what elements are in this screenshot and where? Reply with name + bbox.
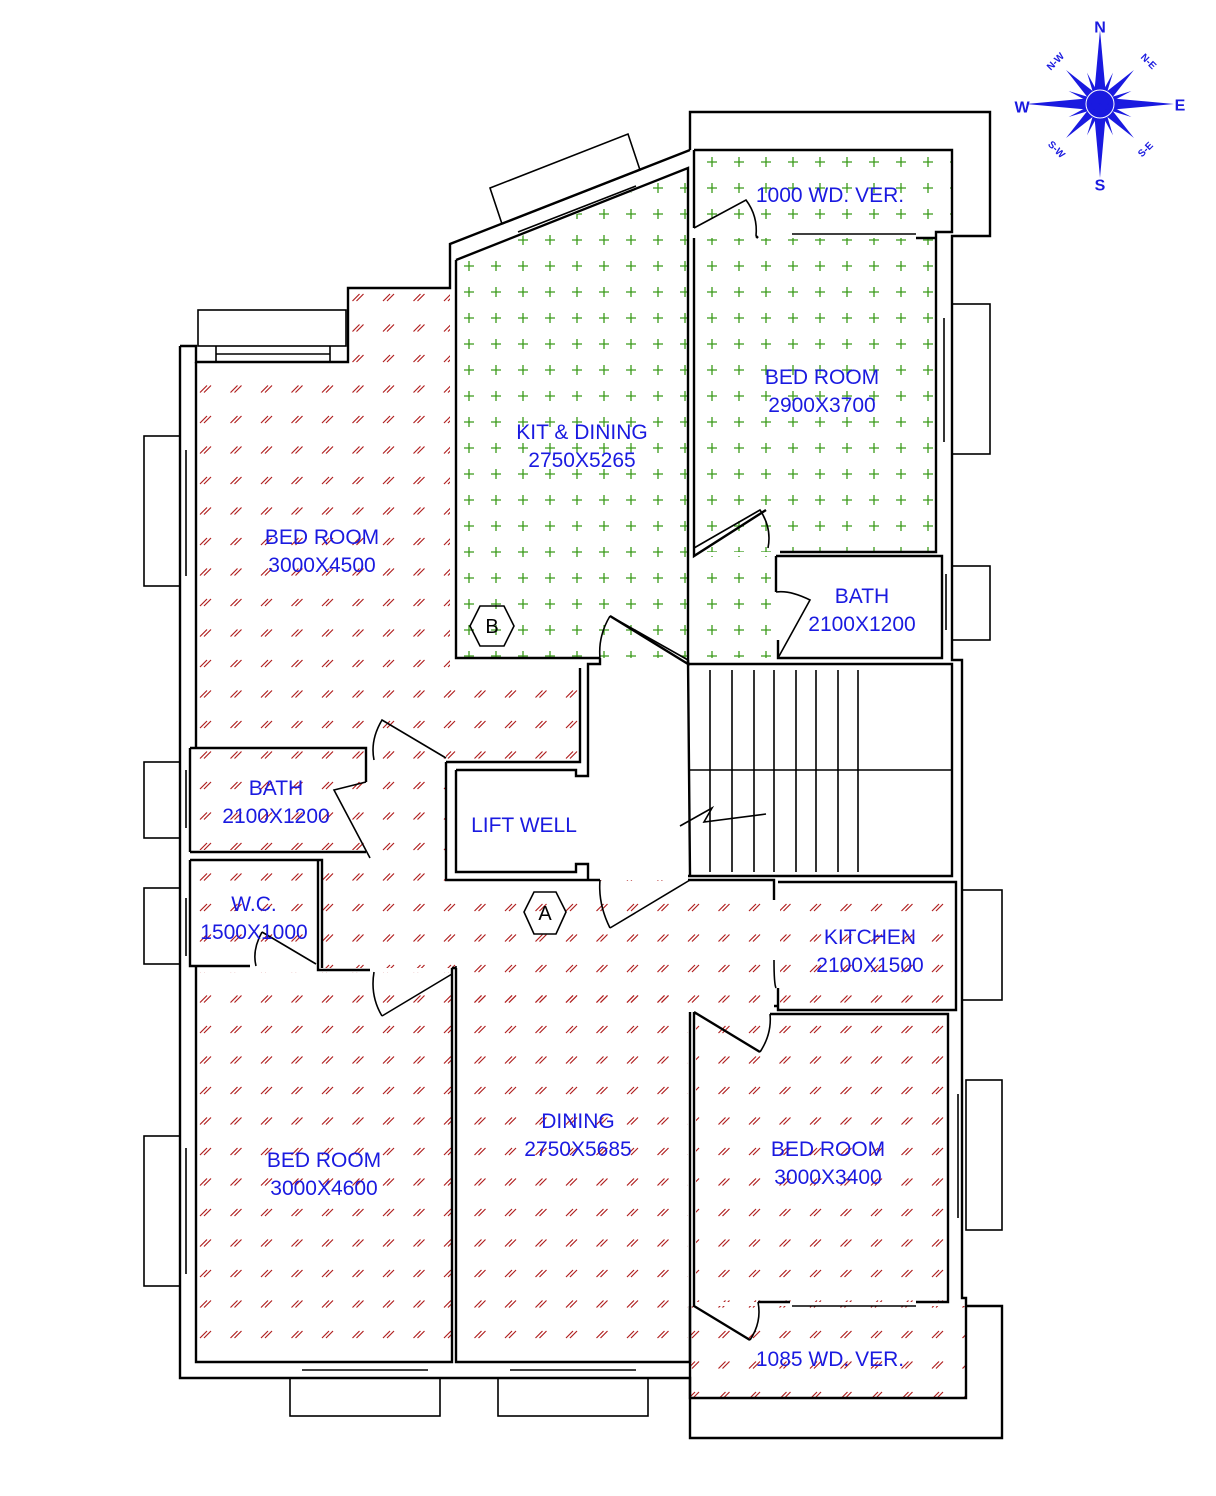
verandah-south-walls bbox=[688, 1306, 968, 1400]
walls bbox=[178, 110, 1004, 1440]
door-kitchen bbox=[773, 959, 777, 989]
passage-walls bbox=[446, 668, 958, 1012]
hatch-bath-west bbox=[192, 752, 366, 850]
dining-size: 2750X5685 bbox=[524, 1138, 631, 1161]
verandah-north-name: 1000 WD. VER. bbox=[756, 184, 904, 207]
marker-b-label: B bbox=[485, 616, 498, 638]
hatch-verandah-south bbox=[690, 1306, 966, 1398]
floor-finish-hatching bbox=[192, 150, 966, 1398]
window-west-2 bbox=[143, 761, 181, 839]
window-west-4 bbox=[143, 1135, 181, 1287]
door-bed-room-nw bbox=[372, 718, 447, 761]
wc-name: W.C. bbox=[231, 893, 277, 916]
marker-b: B bbox=[469, 605, 515, 647]
bed-room-ne-name: BED ROOM bbox=[765, 366, 879, 389]
bed-room-ne-size: 2900X3700 bbox=[768, 394, 875, 417]
kitchen-name: KITCHEN bbox=[824, 926, 916, 949]
hatch-bed-room-sw bbox=[198, 972, 452, 1362]
wc-walls bbox=[188, 858, 370, 972]
bed-room-nw-name: BED ROOM bbox=[265, 526, 379, 549]
doors bbox=[254, 198, 812, 1341]
door-wc bbox=[254, 931, 317, 967]
hatch-passage bbox=[322, 728, 778, 1012]
bath-east-walls bbox=[774, 554, 944, 660]
bed-room-ne-walls bbox=[692, 148, 954, 559]
door-bath-east bbox=[775, 590, 812, 659]
bath-west-size: 2100X1200 bbox=[222, 805, 329, 828]
window-kit-sunshade bbox=[489, 132, 641, 226]
bed-room-se-name: BED ROOM bbox=[771, 1138, 885, 1161]
bath-west-name: BATH bbox=[249, 777, 303, 800]
door-kit-entry bbox=[598, 615, 689, 661]
outer-wall-west bbox=[178, 110, 1004, 1440]
door-verandah-south bbox=[749, 1301, 760, 1341]
room-labels: BED ROOM 3000X4500 KIT & DINING 2750X526… bbox=[200, 184, 923, 1371]
compass-sw: S-W bbox=[1045, 139, 1067, 161]
bath-east-name: BATH bbox=[835, 585, 889, 608]
marker-a: A bbox=[523, 891, 567, 935]
window-east-2 bbox=[951, 565, 991, 641]
window-west-1 bbox=[143, 435, 181, 587]
window-south-2 bbox=[497, 1377, 649, 1417]
window-east-1 bbox=[951, 303, 991, 455]
window-nw-sunshade bbox=[197, 309, 347, 347]
window-east-4 bbox=[965, 1079, 1003, 1231]
outer-wall-west-inner bbox=[194, 362, 454, 1364]
bed-room-se-size: 3000X3400 bbox=[774, 1166, 881, 1189]
lift-well-walls bbox=[444, 658, 602, 882]
marker-a-label: A bbox=[538, 903, 552, 925]
bed-room-sw-size: 3000X4600 bbox=[270, 1177, 377, 1200]
compass-nw: N-W bbox=[1045, 51, 1067, 73]
compass-e: E bbox=[1175, 98, 1186, 115]
hatch-verandah-north bbox=[696, 150, 952, 232]
door-bed-room-sw bbox=[372, 971, 453, 1017]
door-kit-bed-ne bbox=[693, 508, 770, 549]
compass-se: S-E bbox=[1136, 140, 1156, 160]
door-main-entry bbox=[598, 879, 691, 929]
hatch-kitchen bbox=[780, 884, 952, 1008]
windows bbox=[143, 132, 1003, 1417]
compass-ne: N-E bbox=[1138, 52, 1158, 72]
outer-wall-north-west bbox=[180, 148, 691, 364]
wc-size: 1500X1000 bbox=[200, 921, 307, 944]
dining-name: DINING bbox=[541, 1110, 615, 1133]
bed-room-nw-size: 3000X4500 bbox=[268, 554, 375, 577]
door-bed-room-se bbox=[759, 1013, 772, 1053]
hatch-bed-room-nw bbox=[196, 290, 580, 762]
hatch-bath-east bbox=[690, 556, 780, 658]
bed-room-se-walls bbox=[692, 1010, 950, 1342]
hatch-dining bbox=[458, 972, 688, 1362]
hatch-bed-room-se bbox=[696, 1016, 946, 1302]
verandah-south-name: 1085 WD. VER. bbox=[756, 1348, 904, 1371]
kit-dining-size: 2750X5265 bbox=[528, 449, 635, 472]
staircase bbox=[679, 670, 952, 872]
door-bed-room-ne bbox=[693, 198, 758, 237]
window-west-3 bbox=[143, 887, 181, 965]
compass-w: W bbox=[1014, 100, 1030, 117]
lift-well-name: LIFT WELL bbox=[471, 814, 577, 837]
bed-room-sw-name: BED ROOM bbox=[267, 1149, 381, 1172]
hatch-kit-dining bbox=[456, 170, 688, 658]
window-east-3 bbox=[961, 889, 1003, 1001]
hatch-wc bbox=[192, 864, 316, 964]
hatch-bed-room-ne bbox=[696, 238, 936, 552]
window-south-1 bbox=[289, 1377, 441, 1417]
compass-rose-icon: N S E W N-E N-W S-E S-W bbox=[1014, 20, 1185, 195]
compass-s: S bbox=[1095, 178, 1106, 195]
stair-enclosure bbox=[686, 659, 954, 878]
door-bath-west bbox=[332, 781, 371, 859]
kit-dining-name: KIT & DINING bbox=[516, 421, 647, 444]
compass-n: N bbox=[1094, 20, 1106, 37]
bath-east-size: 2100X1200 bbox=[808, 613, 915, 636]
stair-break-line bbox=[679, 805, 767, 827]
bath-west-walls bbox=[188, 746, 368, 854]
kitchen-size: 2100X1500 bbox=[816, 954, 923, 977]
